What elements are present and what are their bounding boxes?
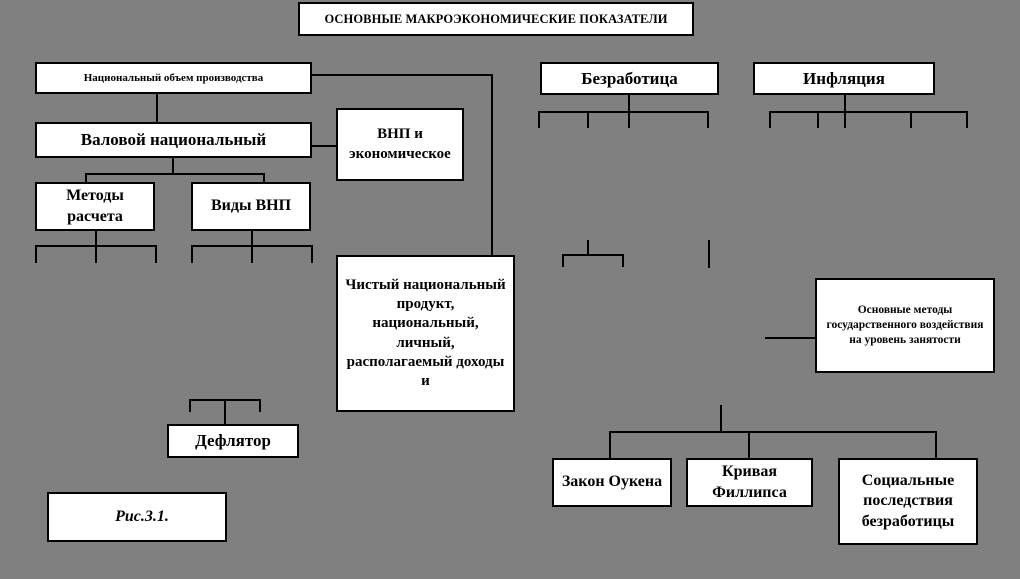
connector-gross-to-gnp-economic: [312, 145, 336, 147]
connector-unemployment-sub-bar: [562, 254, 624, 256]
node-net-national-product-label: Чистый национальный продукт, национальны…: [345, 276, 506, 389]
node-okun-law-label: Закон Оукена: [561, 473, 663, 491]
connector-inflation-stem: [844, 95, 846, 113]
node-social-consequences: Социальные последствия безработицы: [838, 458, 978, 545]
connector-inflation-drop-1: [769, 111, 771, 128]
connector-inflation-drop-3: [844, 111, 846, 128]
connector-gnp-types-drop-2: [251, 245, 253, 263]
node-national-output: Национальный объем производства: [35, 62, 312, 94]
connector-gross-fork-bar: [85, 173, 265, 175]
node-gnp-economic-label: ВНП и экономическое: [349, 126, 451, 162]
connector-unemployment-drop-1: [538, 111, 540, 128]
connector-calc-methods-stem: [95, 231, 97, 245]
connector-unemployment-sub-drop-left: [562, 254, 564, 267]
connector-unemployment-orphan-stub: [708, 240, 710, 268]
connector-gross-fork-left-drop: [85, 173, 87, 183]
connector-inflation-bar: [769, 111, 968, 113]
node-social-consequences-label: Социальные последствия безработицы: [861, 471, 955, 530]
connector-national-output-to-gross: [156, 94, 158, 122]
connector-unemployment-sub-drop-right: [622, 254, 624, 267]
node-unemployment: Безработица: [540, 62, 719, 95]
connector-bottom-drop-social: [935, 431, 937, 458]
node-gnp-types-label: Виды ВНП: [210, 197, 292, 215]
connector-calc-methods-drop-3: [155, 245, 157, 263]
connector-unemployment-drop-3: [628, 111, 630, 128]
figure-caption-box: Рис.3.1.: [47, 492, 227, 542]
node-net-national-product: Чистый национальный продукт, национальны…: [336, 255, 515, 412]
node-inflation-label: Инфляция: [803, 68, 885, 88]
node-gnp-types: Виды ВНП: [191, 182, 311, 231]
node-gross-national-label: Валовой национальный: [80, 130, 267, 150]
node-calc-methods: Методы расчета: [35, 182, 155, 231]
connector-calc-methods-drop-2: [95, 245, 97, 263]
connector-unemployment-drop-2: [587, 111, 589, 128]
node-calc-methods-label: Методы расчета: [66, 187, 124, 225]
connector-gnp-types-stem: [251, 231, 253, 245]
connector-unemployment-stem: [628, 95, 630, 113]
figure-caption-text: Рис.3.1.: [115, 507, 169, 525]
node-phillips-curve: Кривая Филлипса: [686, 458, 813, 507]
connector-unemployment-sub-stem: [587, 240, 589, 256]
diagram-title-text: ОСНОВНЫЕ МАКРОЭКОНОМИЧЕСКИЕ ПОКАЗАТЕЛИ: [324, 12, 668, 26]
connector-unemployment-bar: [538, 111, 709, 113]
node-unemployment-label: Безработица: [581, 68, 678, 88]
connector-calc-methods-drop-1: [35, 245, 37, 263]
connector-gross-fork-right-drop: [263, 173, 265, 183]
node-national-output-label: Национальный объем производства: [83, 71, 264, 84]
connector-gross-stem: [172, 158, 174, 175]
connector-unemployment-drop-4: [707, 111, 709, 128]
connector-deflator-right-drop: [259, 399, 261, 412]
connector-bottom-bar: [609, 431, 937, 433]
connector-to-state-methods: [765, 337, 818, 339]
node-state-methods-label: Основные методы государственного воздейс…: [826, 304, 984, 346]
node-state-methods: Основные методы государственного воздейс…: [815, 278, 995, 373]
node-gross-national: Валовой национальный: [35, 122, 312, 158]
node-phillips-curve-label: Кривая Филлипса: [712, 463, 787, 501]
node-deflator-label: Дефлятор: [195, 431, 271, 451]
connector-inflation-drop-5: [966, 111, 968, 128]
node-okun-law: Закон Оукена: [552, 458, 672, 507]
connector-inflation-drop-2: [817, 111, 819, 128]
node-deflator: Дефлятор: [167, 424, 299, 458]
connector-bottom-drop-phillips: [748, 431, 750, 458]
connector-gnp-types-drop-1: [191, 245, 193, 263]
connector-bottom-stem: [720, 405, 722, 433]
connector-deflator-stem: [224, 399, 226, 424]
connector-right-vertical-to-net-product: [491, 74, 493, 256]
connector-inflation-drop-4: [910, 111, 912, 128]
node-gnp-economic: ВНП и экономическое: [336, 108, 464, 181]
connector-gnp-types-drop-3: [311, 245, 313, 263]
node-inflation: Инфляция: [753, 62, 935, 95]
diagram-title-box: ОСНОВНЫЕ МАКРОЭКОНОМИЧЕСКИЕ ПОКАЗАТЕЛИ: [298, 2, 694, 36]
connector-bottom-drop-okun: [609, 431, 611, 458]
connector-national-output-right: [312, 74, 493, 76]
connector-deflator-left-drop: [189, 399, 191, 412]
